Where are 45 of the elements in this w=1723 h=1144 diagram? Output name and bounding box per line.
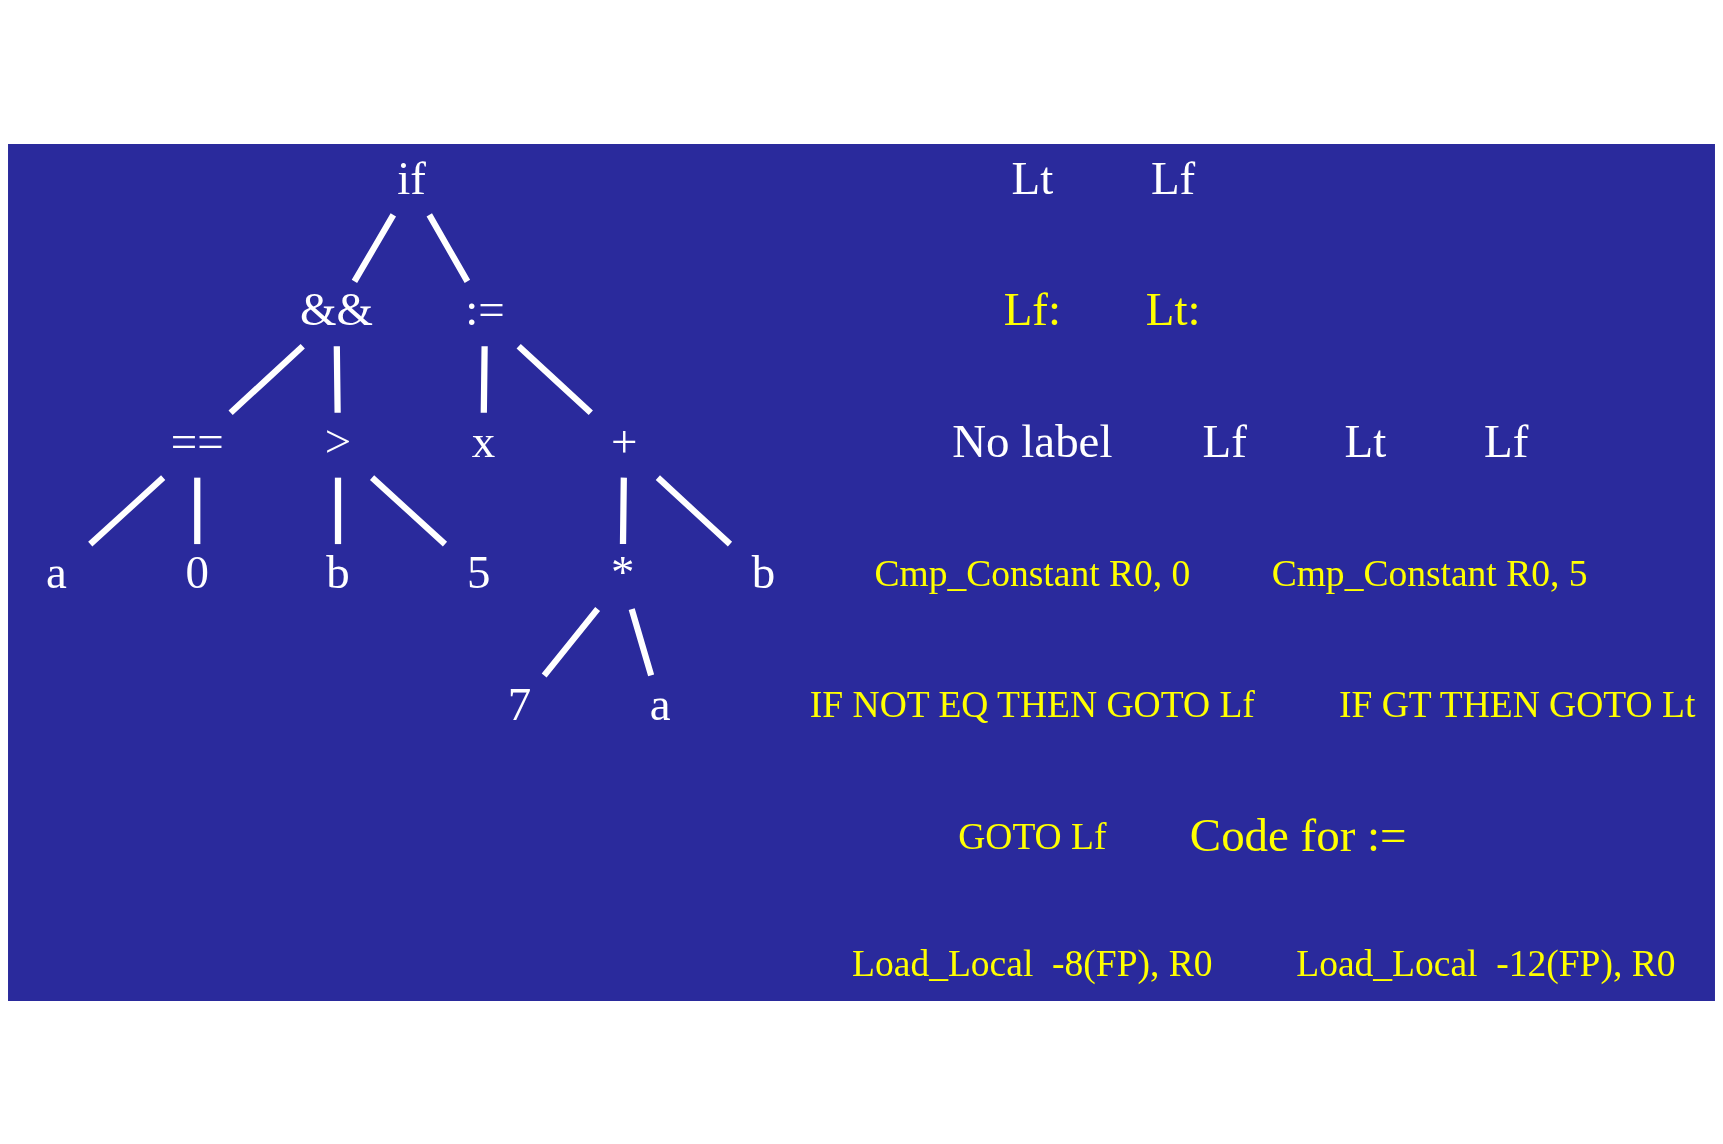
label: Lf [1484, 414, 1529, 467]
node-text: 5 [467, 545, 491, 598]
node-text: a [649, 677, 671, 729]
label: Lt [1011, 151, 1054, 204]
node-text: a [46, 545, 67, 598]
label: Lf [1150, 151, 1196, 204]
label: Lf [1202, 414, 1247, 467]
node-text: b [326, 545, 350, 598]
node-text: := [465, 282, 505, 335]
node-text: 0 [185, 545, 209, 598]
label: No label [952, 414, 1113, 467]
connector [516, 343, 593, 415]
node-text: && [299, 282, 373, 335]
connector [369, 474, 448, 546]
node-text: if [397, 151, 426, 204]
label: Lt [1344, 414, 1387, 467]
connector [88, 474, 166, 546]
connector [541, 606, 601, 677]
connector [228, 343, 305, 415]
node-text: * [610, 545, 635, 598]
connector [655, 474, 733, 546]
node-text: == [170, 414, 224, 467]
label: Code for := [1189, 808, 1407, 861]
label: Lf: [1003, 282, 1062, 335]
connector [194, 477, 201, 544]
connector [628, 607, 655, 676]
connector [480, 345, 488, 413]
label: Lt: [1145, 282, 1201, 335]
connector [334, 477, 342, 544]
connector [619, 477, 627, 544]
label: IF GT THEN GOTO Lt [1338, 683, 1696, 725]
node-text: + [610, 414, 638, 467]
label: GOTO Lf [958, 815, 1107, 857]
label: Load_Local -12(FP), R0 [1296, 942, 1676, 984]
node-text: 7 [507, 677, 532, 729]
node-text: > [324, 414, 352, 467]
connector [351, 212, 397, 283]
connector [333, 345, 341, 413]
label: Cmp_Constant R0, 5 [1271, 552, 1588, 594]
node-text: x [471, 414, 496, 467]
label: IF NOT EQ THEN GOTO Lf [809, 683, 1255, 725]
label: Load_Local -8(FP), R0 [852, 942, 1213, 984]
label: Cmp_Constant R0, 0 [874, 552, 1191, 594]
node-text: b [751, 545, 776, 598]
connector [426, 212, 471, 283]
